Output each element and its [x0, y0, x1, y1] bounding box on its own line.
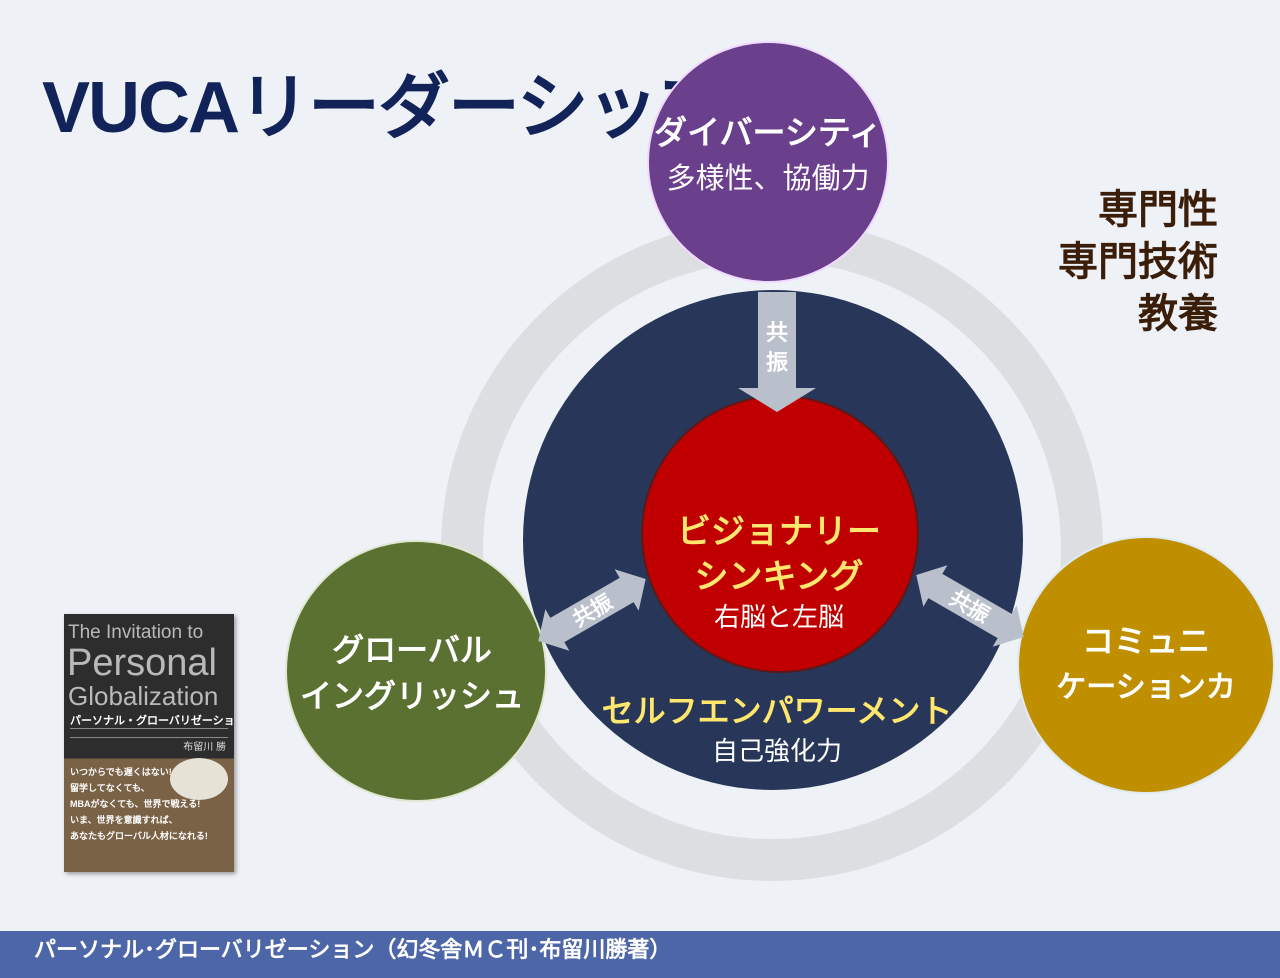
book-blurb-line: いま、世界を意識すれば、 [70, 815, 178, 825]
expertise-list: 専門性 専門技術 教養 [1058, 184, 1218, 340]
book-title-line1: The Invitation to [68, 622, 204, 643]
leadership-diagram: 共 振 共振 共振 ビジョナリー シンキング 右脳と左脳 セルフエンパワーメント… [285, 41, 1275, 881]
book-author: 布留川 勝 [183, 742, 226, 753]
global-english-circle [285, 540, 547, 802]
expertise-item: 専門性 [1098, 187, 1218, 233]
communication-line2: ケーションカ [1056, 670, 1235, 705]
communication-line1: コミュニ [1082, 622, 1210, 660]
book-title-line3: Globalization [68, 681, 219, 711]
resonance-label-top-2: 振 [766, 351, 788, 376]
communication-circle [1017, 536, 1275, 794]
book-blurb-line: 留学してなくても、 [70, 783, 150, 793]
core-title: セルフエンパワーメント [602, 692, 953, 730]
global-english-line1: グローバル [332, 631, 492, 669]
book-title-line2: Personal [67, 642, 217, 684]
center-title-line2: シンキング [695, 557, 864, 597]
diversity-circle [647, 41, 889, 283]
book-blurb-line: あなたもグローバル人材になれる! [70, 831, 208, 841]
book-jp-title: パーソナル・グローバリゼーション [70, 715, 234, 727]
book-badge [170, 758, 228, 800]
footer-caption: パーソナル･グローバリゼーション（幻冬舎ＭＣ刊･布留川勝著） [0, 931, 1280, 978]
page-title: VUCAリーダーシップ [42, 68, 729, 148]
expertise-item: 教養 [1138, 291, 1218, 337]
resonance-label-top-1: 共 [766, 321, 788, 346]
core-subtitle: 自己強化力 [712, 737, 842, 767]
book-blurb: いつからでも遅くはない! 留学してなくても、 MBAがなくても、世界で戦える! … [70, 764, 208, 844]
center-title-line1: ビジョナリー [677, 512, 881, 552]
book-divider [70, 728, 228, 738]
resonance-arrow-top: 共 振 [738, 292, 816, 412]
expertise-item: 専門技術 [1058, 239, 1218, 285]
book-cover: The Invitation to Personal Globalization… [64, 614, 234, 872]
diversity-title: ダイバーシティ [654, 113, 882, 152]
global-english-line2: イングリッシュ [300, 677, 524, 715]
book-blurb-line: いつからでも遅くはない! [70, 767, 172, 777]
diversity-subtitle: 多様性、協働力 [666, 161, 869, 195]
book-blurb-line: MBAがなくても、世界で戦える! [70, 799, 201, 809]
center-subtitle: 右脳と左脳 [714, 603, 844, 633]
